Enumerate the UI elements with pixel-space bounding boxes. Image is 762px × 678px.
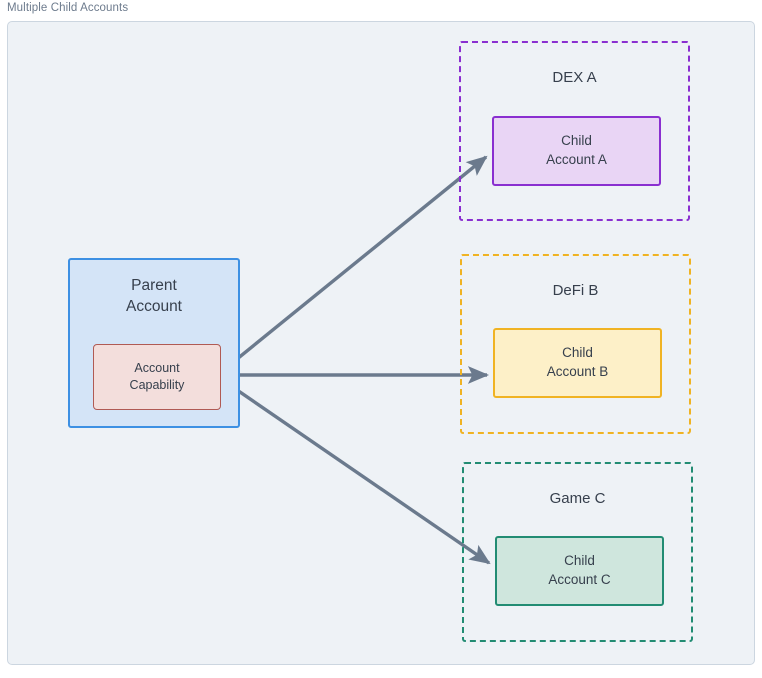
parent-account-label-line2: Account — [125, 298, 182, 316]
account-capability-label-line1: Account — [134, 360, 180, 375]
child-account-a-label-line2: Account A — [546, 152, 607, 167]
child-account-b-label-line2: Account B — [546, 364, 609, 379]
child-account-c-label-line2: Account C — [548, 572, 611, 587]
child-account-b-label-line1: Child — [562, 345, 593, 361]
parent-account-label-line1: Parent — [131, 277, 177, 294]
app-container-game-c[interactable]: Game C — [462, 462, 693, 642]
account-capability-label-line2: Capability — [129, 378, 185, 392]
app-title-defi-b: DeFi B — [552, 282, 599, 299]
app-container-dex-a[interactable]: DEX A — [459, 41, 690, 221]
child-account-a-label-line1: Child — [561, 133, 592, 149]
app-title-dex-a: DEX A — [552, 69, 597, 86]
child-account-b-node[interactable]: Child Account B — [493, 328, 662, 398]
child-account-c-label-line1: Child — [564, 553, 595, 569]
app-container-defi-b[interactable]: DeFi B — [460, 254, 691, 434]
child-account-a-node[interactable]: Child Account A — [492, 116, 661, 186]
app-title-game-c: Game C — [549, 490, 606, 507]
account-capability-node[interactable]: Account Capability — [93, 344, 221, 410]
diagram-title: Multiple Child Accounts — [7, 2, 129, 14]
child-account-c-node[interactable]: Child Account C — [495, 536, 664, 606]
